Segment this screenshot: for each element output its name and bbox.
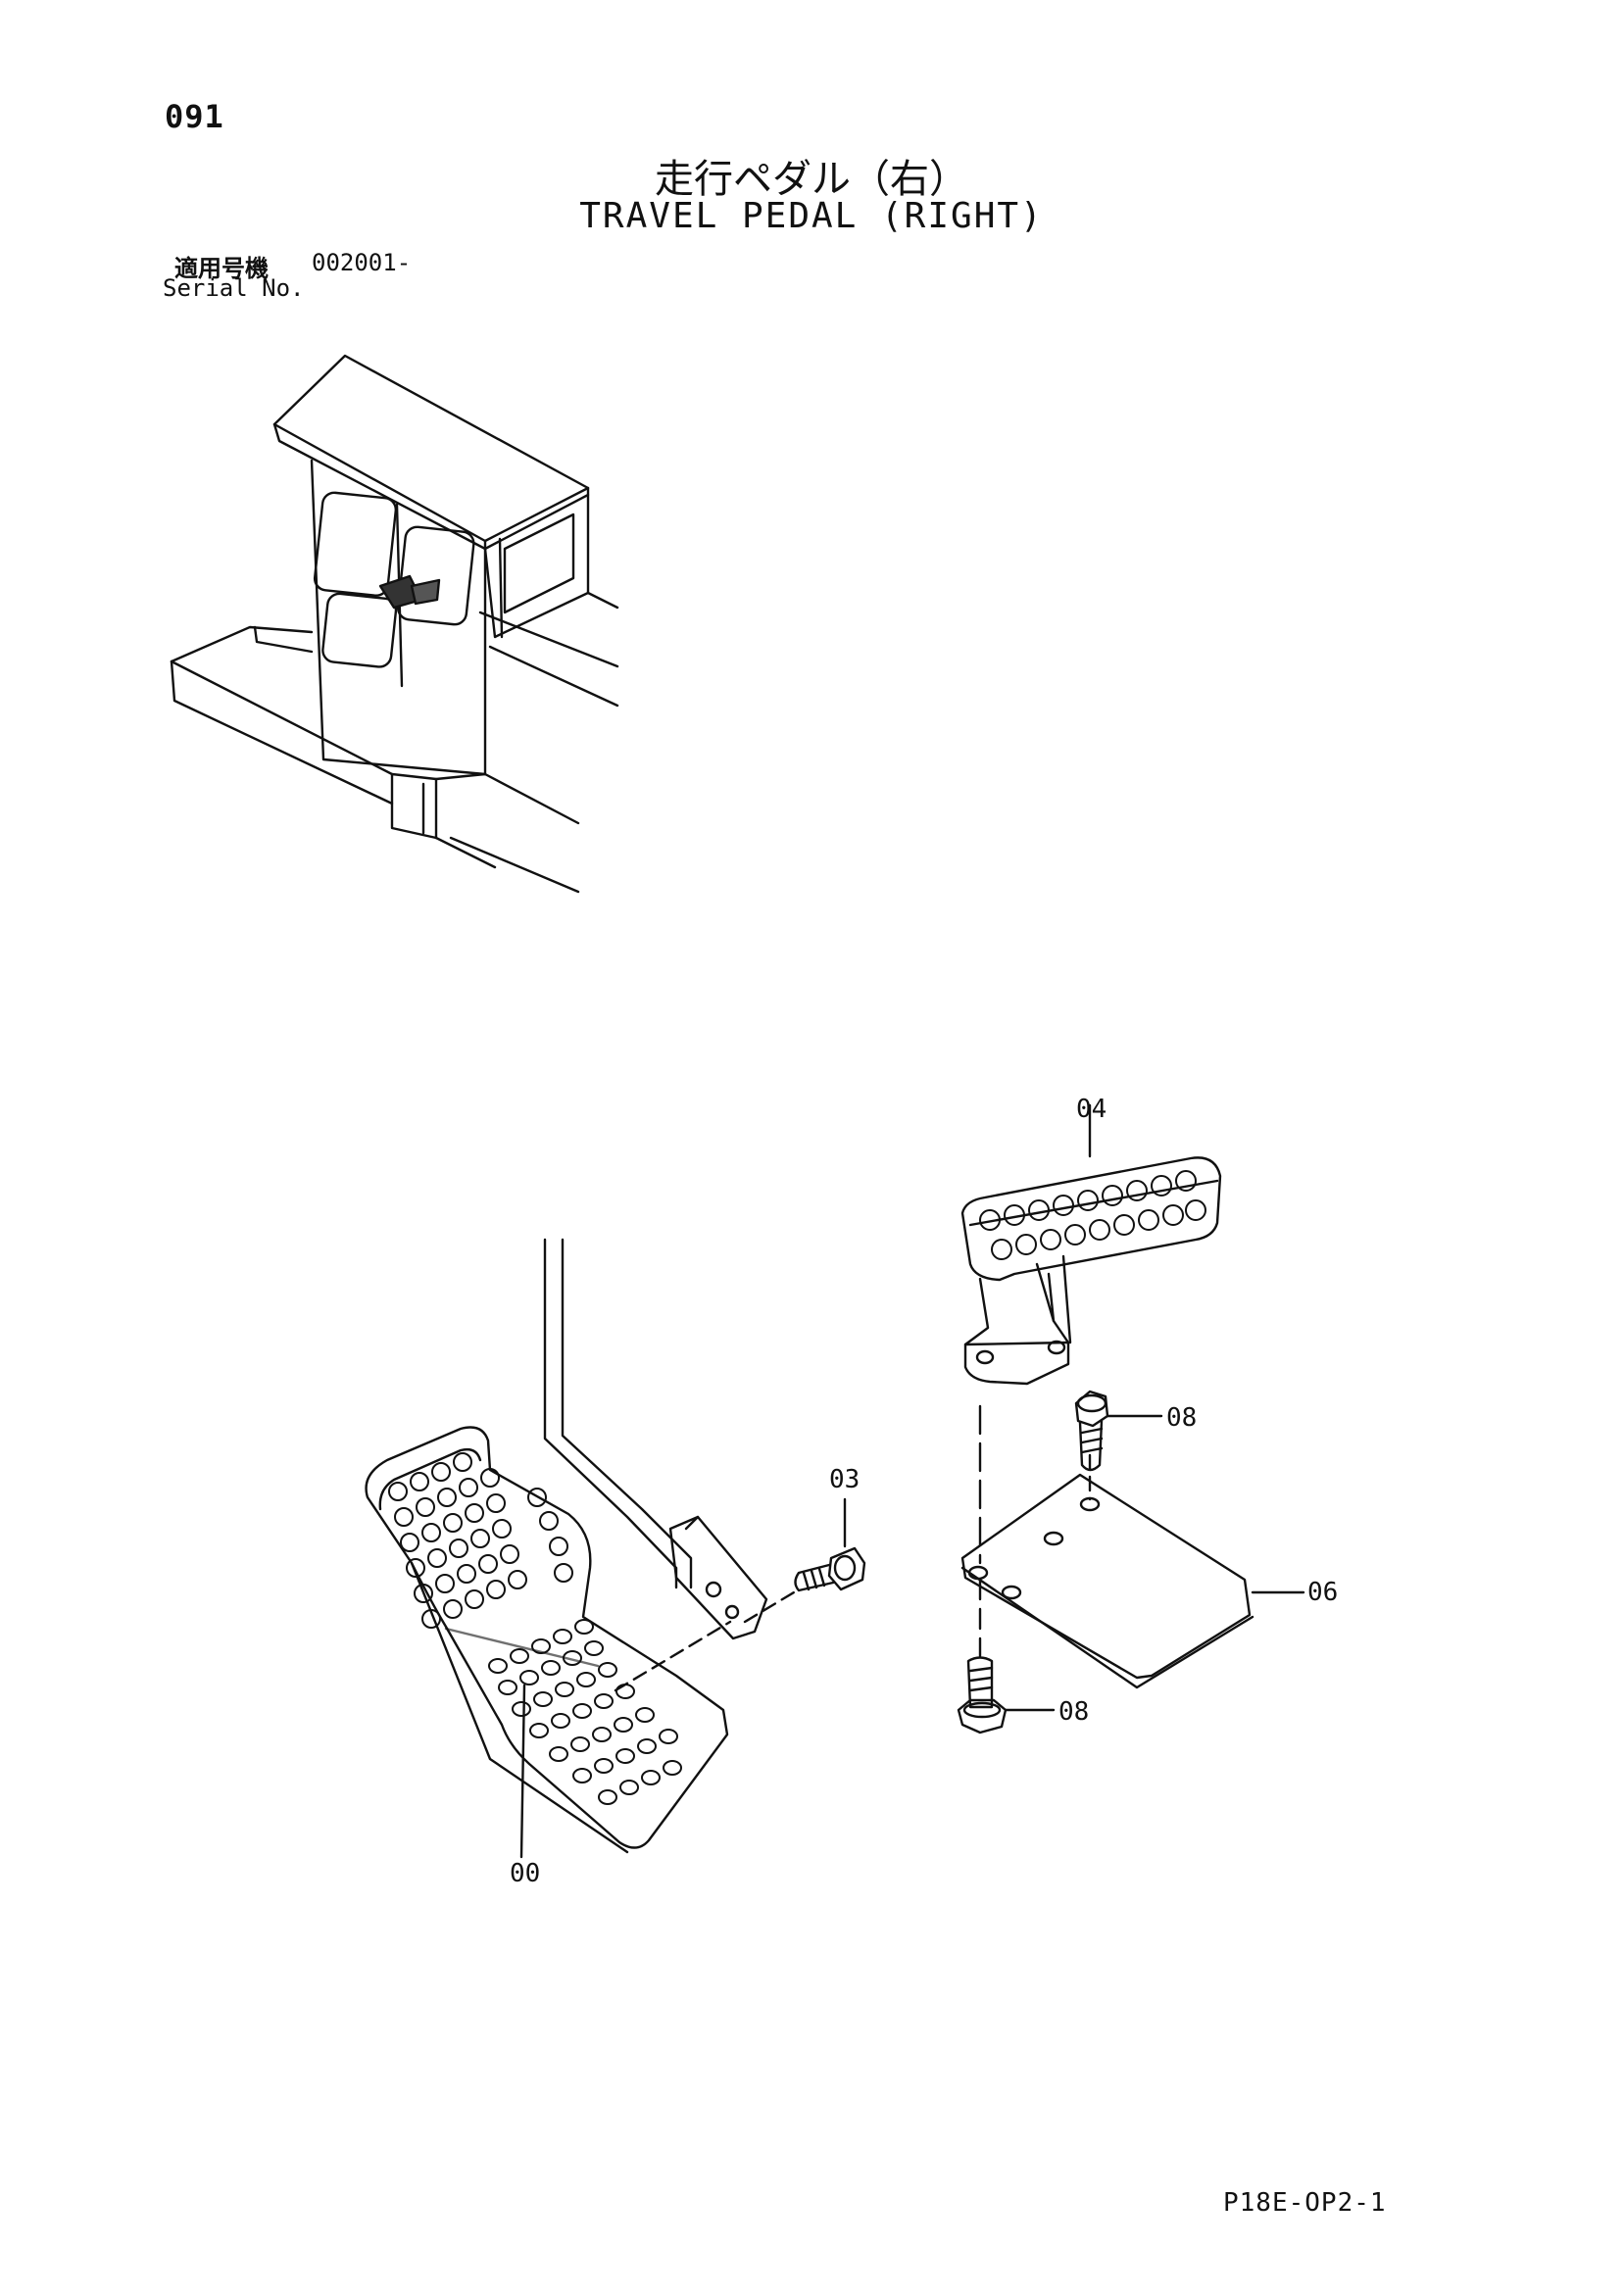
serial-label-english: Serial No. (163, 274, 305, 302)
serial-label-japanese: 適用号機 (174, 255, 269, 282)
page-title-japanese: 走行ペダル（右） (655, 157, 968, 202)
pedal-tread-pattern (388, 1170, 1206, 1805)
travel-pedal-assembly (365, 1426, 729, 1859)
plate-06 (960, 1473, 1305, 1689)
page-number: 091 (165, 98, 224, 135)
callout-08-lower: 08 (1058, 1697, 1089, 1727)
callout-08-upper: 08 (1166, 1403, 1197, 1433)
bolt-08-upper (1074, 1390, 1163, 1472)
serial-number-value: 002001- (312, 249, 412, 276)
bolt-08-lower (957, 1656, 1056, 1734)
callout-06: 06 (1307, 1578, 1338, 1607)
callout-00: 00 (510, 1859, 540, 1888)
cab-overview-illustration (170, 354, 619, 894)
travel-pedal-rod (543, 1238, 768, 1640)
bolt-03 (743, 1497, 866, 1624)
callout-03: 03 (829, 1465, 860, 1494)
callout-04: 04 (1076, 1095, 1107, 1124)
document-code: P18E-OP2-1 (1223, 2188, 1387, 2218)
page-title-english: TRAVEL PEDAL (RIGHT) (579, 196, 1044, 236)
pedal-04 (960, 1103, 1222, 1386)
